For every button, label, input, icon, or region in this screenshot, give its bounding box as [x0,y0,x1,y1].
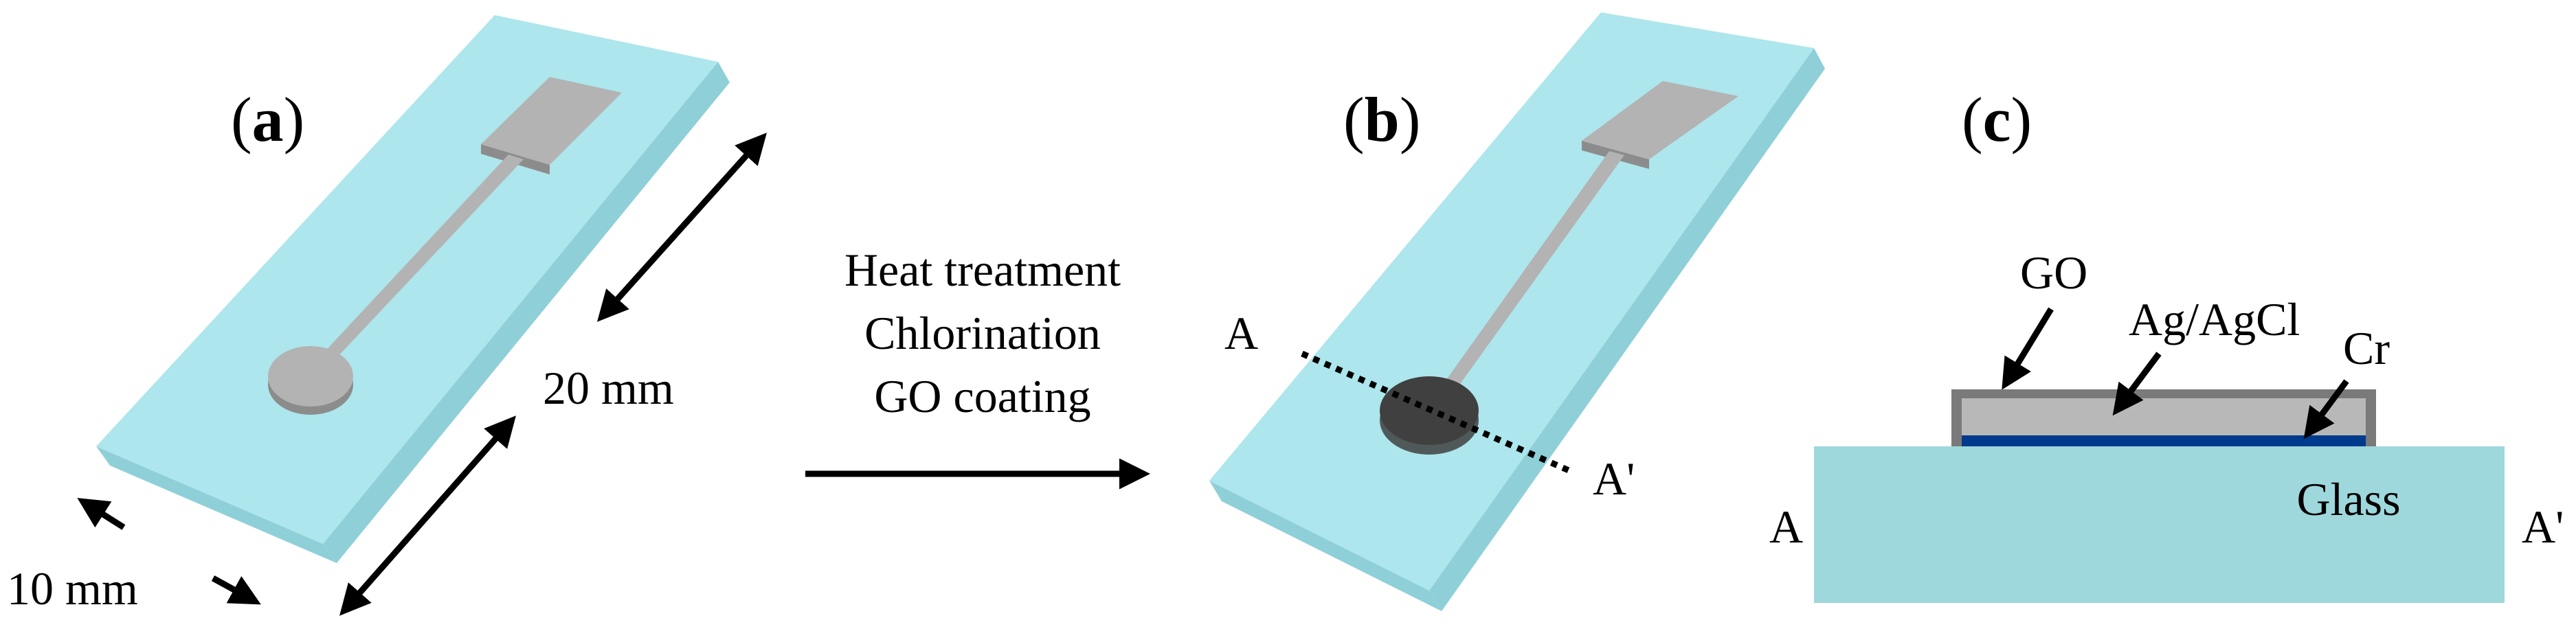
length-dimension-arrow-lower [339,415,516,616]
process-step-3: GO coating [874,370,1090,422]
panel-b: A A' (b) [1209,12,1825,611]
electrode-trace-b [1436,151,1624,398]
section-label-end: A' [1593,453,1635,505]
electrode-trace-a [312,155,524,369]
glass-substrate [1814,446,2505,603]
width-arrow-left [77,498,126,530]
layer-label-glass: Glass [2296,473,2400,525]
electrode-disk-a [268,346,353,407]
width-label: 10 mm [7,562,138,615]
length-dimension-arrow [596,133,768,322]
agagcl-pointer-arrow [2112,352,2162,416]
panel-c: (c) GO Ag/AgCl Cr Glass A A' [1769,84,2564,603]
panel-label-a: (a) [231,84,304,155]
cross-section-right-label: A' [2522,501,2564,553]
process-step-group: Heat treatment Chlorination GO coating [805,244,1150,490]
process-step-1: Heat treatment [844,244,1121,296]
width-arrow-right [211,575,261,605]
substrate-b-side [1209,481,1442,611]
cr-layer [1962,435,2366,446]
section-label-start: A [1224,307,1258,359]
cr-pointer-arrow [2303,379,2349,439]
electrode-pad-b [1582,81,1738,159]
electrode-pad-a [481,77,622,165]
substrate-b-front [1429,48,1825,611]
panel-label-b: (b) [1343,84,1420,155]
layer-label-cr: Cr [2343,322,2390,374]
go-pointer-arrow [2002,307,2054,390]
substrate-a-side [96,446,337,563]
cross-section-left-label: A [1769,501,1803,553]
layer-label-agagcl: Ag/AgCl [2129,293,2300,345]
layer-label-go: GO [2020,247,2087,299]
process-step-2: Chlorination [864,307,1101,359]
agagcl-layer [1962,398,2366,435]
panel-label-c: (c) [1962,84,2032,155]
panel-a: (a) [96,15,730,563]
length-label: 20 mm [543,362,674,414]
